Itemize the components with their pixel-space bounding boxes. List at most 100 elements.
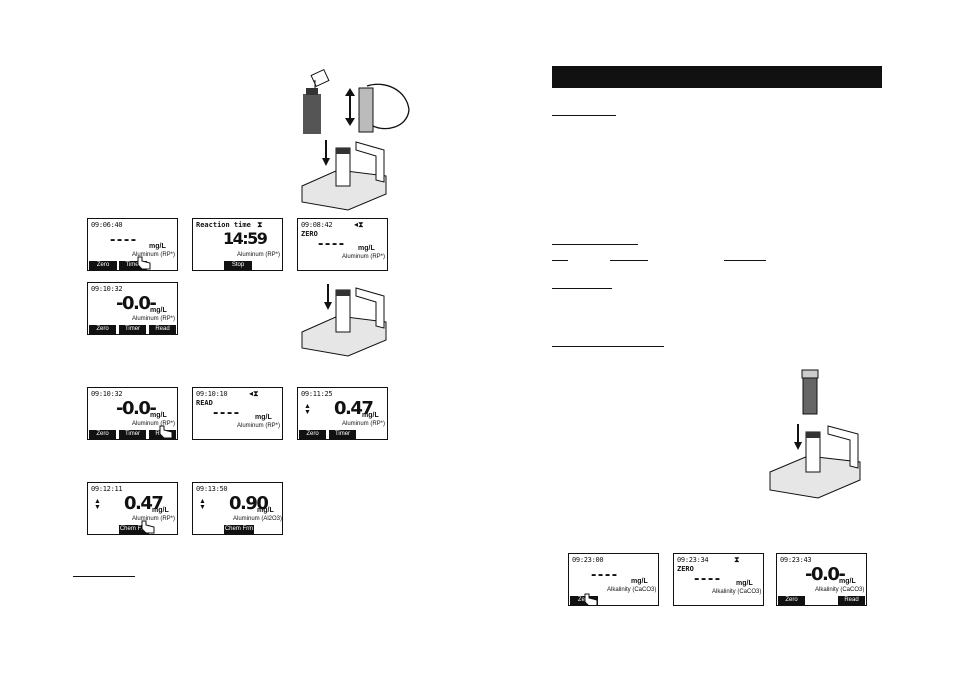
section-underline <box>552 346 664 347</box>
softkey-zero[interactable]: Zero <box>778 596 805 605</box>
screen-unit: mg/L <box>149 243 166 250</box>
lcd-screen-10: 09:23:00 - - - - mg/L Alkalinity (CaCO3)… <box>568 553 659 606</box>
screen-time: 09:10:32 <box>91 390 123 398</box>
lcd-screen-8: 09:12:11 ▲▼ 0.47 mg/L Aluminum (RP*) Che… <box>87 482 178 535</box>
up-down-arrow-icon: ▲▼ <box>199 498 206 511</box>
lcd-screen-11: 09:23:34 ⧗ ZERO - - - - mg/L Alkalinity … <box>673 553 764 606</box>
screen-time: 09:10:32 <box>91 285 123 293</box>
softkey-timer[interactable]: Timer <box>119 430 146 439</box>
softkey-zero[interactable]: Zero <box>89 261 117 270</box>
screen-param: Aluminum (Al2O3) <box>233 516 283 522</box>
softkey-zero[interactable]: Zero <box>89 325 116 334</box>
section-underline <box>552 260 568 261</box>
softkey-timer[interactable]: Timer <box>119 261 147 270</box>
screen-label: Reaction time <box>196 221 251 229</box>
screen-value: - - - - <box>694 572 720 587</box>
screen-param: Aluminum (RP*) <box>342 254 386 260</box>
lcd-screen-1: 09:06:40 - - - - mg/L Aluminum (RP*) Zer… <box>87 218 178 271</box>
screen-time: 09:23:43 <box>780 556 812 564</box>
screen-time: 09:13:50 <box>196 485 228 493</box>
screen-param: Aluminum (RP*) <box>132 516 176 522</box>
softkey-read[interactable]: Read <box>838 596 865 605</box>
reagent-illustration <box>295 66 415 140</box>
screen-unit: mg/L <box>736 580 753 587</box>
lcd-screen-7: 09:11:25 ▲▼ 0.47 mg/L Aluminum (RP*) Zer… <box>297 387 388 440</box>
softkey-read[interactable]: Read <box>149 325 176 334</box>
screen-unit: mg/L <box>631 578 648 585</box>
vial-illustration <box>800 368 820 416</box>
screen-time: 09:11:25 <box>301 390 333 398</box>
screen-value: -0.0- <box>805 564 846 585</box>
lamp-hourglass-icon: ◂⧗ <box>354 220 364 229</box>
meter-insert-vial-icon <box>301 140 387 211</box>
section-underline <box>724 260 766 261</box>
section-underline <box>552 288 612 289</box>
lcd-screen-6: 09:10:10 ◂⧗ READ - - - - mg/L Aluminum (… <box>192 387 283 440</box>
screen-value: - - - - <box>591 568 617 583</box>
screen-unit: mg/L <box>257 507 274 514</box>
screen-unit: mg/L <box>150 412 167 419</box>
finger-pointer-icon <box>137 256 151 270</box>
lcd-screen-4: 09:10:32 -0.0- mg/L Aluminum (RP*) Zero … <box>87 282 178 335</box>
screen-value: - - - - <box>318 237 344 252</box>
softkey-stop[interactable]: Stop <box>224 261 252 270</box>
hourglass-icon: ⧗ <box>734 555 740 564</box>
screen-param: Alkalinity (CaCO3) <box>607 587 657 593</box>
lcd-screen-3: 09:08:42 ◂⧗ ZERO - - - - mg/L Aluminum (… <box>297 218 388 271</box>
lamp-hourglass-icon: ◂⧗ <box>249 389 259 398</box>
finger-pointer-icon <box>159 425 173 439</box>
section-underline <box>610 260 648 261</box>
screen-time: 09:12:11 <box>91 485 123 493</box>
section-underline <box>73 576 135 577</box>
screen-param: Alkalinity (CaCO3) <box>712 589 762 595</box>
screen-time: 09:23:34 <box>677 556 709 564</box>
softkey-chem-frm[interactable]: Chem Frm <box>119 525 149 534</box>
screen-value: 14:59 <box>223 229 268 248</box>
screen-label: ZERO <box>301 230 318 238</box>
up-down-arrow-icon: ▲▼ <box>94 498 101 511</box>
lcd-screen-2: Reaction time ⧗ 14:59 Aluminum (RP*) Sto… <box>192 218 283 271</box>
lcd-screen-12: 09:23:43 -0.0- mg/L Alkalinity (CaCO3) Z… <box>776 553 867 606</box>
screen-param: Aluminum (RP*) <box>237 252 281 258</box>
meter-illustration-3 <box>766 420 864 500</box>
finger-pointer-icon <box>584 593 598 605</box>
screen-unit: mg/L <box>255 414 272 421</box>
meter-insert-vial-icon <box>301 284 387 357</box>
screen-param: Aluminum (RP*) <box>342 421 386 427</box>
section-underline <box>552 115 616 116</box>
screen-unit: mg/L <box>152 507 169 514</box>
section-underline <box>552 244 638 245</box>
lcd-screen-5: 09:10:32 -0.0- mg/L Aluminum (RP*) Zero … <box>87 387 178 440</box>
screen-time: 09:08:42 <box>301 221 333 229</box>
meter-illustration-1 <box>298 136 390 212</box>
meter-illustration-2 <box>298 282 390 358</box>
vial-icon <box>801 369 819 415</box>
bottle-packet-shake-icon <box>303 68 410 134</box>
screen-param: Aluminum (RP*) <box>237 423 281 429</box>
softkey-zero[interactable]: Zero <box>570 596 598 605</box>
softkey-chem-frm[interactable]: Chem Frm <box>224 525 254 534</box>
hourglass-icon: ⧗ <box>257 220 263 229</box>
section-header-bar <box>552 66 882 88</box>
lcd-screen-9: 09:13:50 ▲▼ 0.90 mg/L Aluminum (Al2O3) C… <box>192 482 283 535</box>
screen-unit: mg/L <box>362 412 379 419</box>
up-down-arrow-icon: ▲▼ <box>304 403 311 416</box>
softkey-timer[interactable]: Timer <box>329 430 356 439</box>
screen-time: 09:23:00 <box>572 556 604 564</box>
softkey-timer[interactable]: Timer <box>119 325 146 334</box>
softkey-zero[interactable]: Zero <box>299 430 326 439</box>
screen-value: 0.47 <box>124 493 164 514</box>
screen-value: - - - - <box>213 406 239 421</box>
screen-value: 0.47 <box>334 398 374 419</box>
screen-param: Aluminum (RP*) <box>132 421 176 427</box>
screen-label: ZERO <box>677 565 694 573</box>
screen-value: -0.0- <box>116 293 157 314</box>
softkey-zero[interactable]: Zero <box>89 430 116 439</box>
finger-pointer-icon <box>141 520 155 534</box>
screen-time: 09:10:10 <box>196 390 228 398</box>
screen-unit: mg/L <box>839 578 856 585</box>
meter-insert-vial-icon <box>769 424 861 499</box>
screen-unit: mg/L <box>150 307 167 314</box>
screen-time: 09:06:40 <box>91 221 123 229</box>
screen-value: - - - - <box>110 233 136 248</box>
